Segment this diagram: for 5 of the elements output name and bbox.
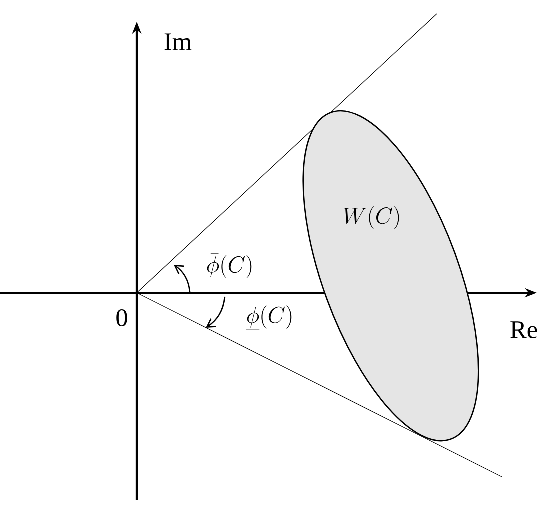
axis-label: Re xyxy=(510,322,538,338)
axis-label: 0 xyxy=(116,309,128,327)
angle-label: $\bar{\phi}(C)$ xyxy=(207,253,252,278)
axis-label: Im xyxy=(164,34,192,50)
ellipse-region: $W(C)$ xyxy=(302,110,480,442)
